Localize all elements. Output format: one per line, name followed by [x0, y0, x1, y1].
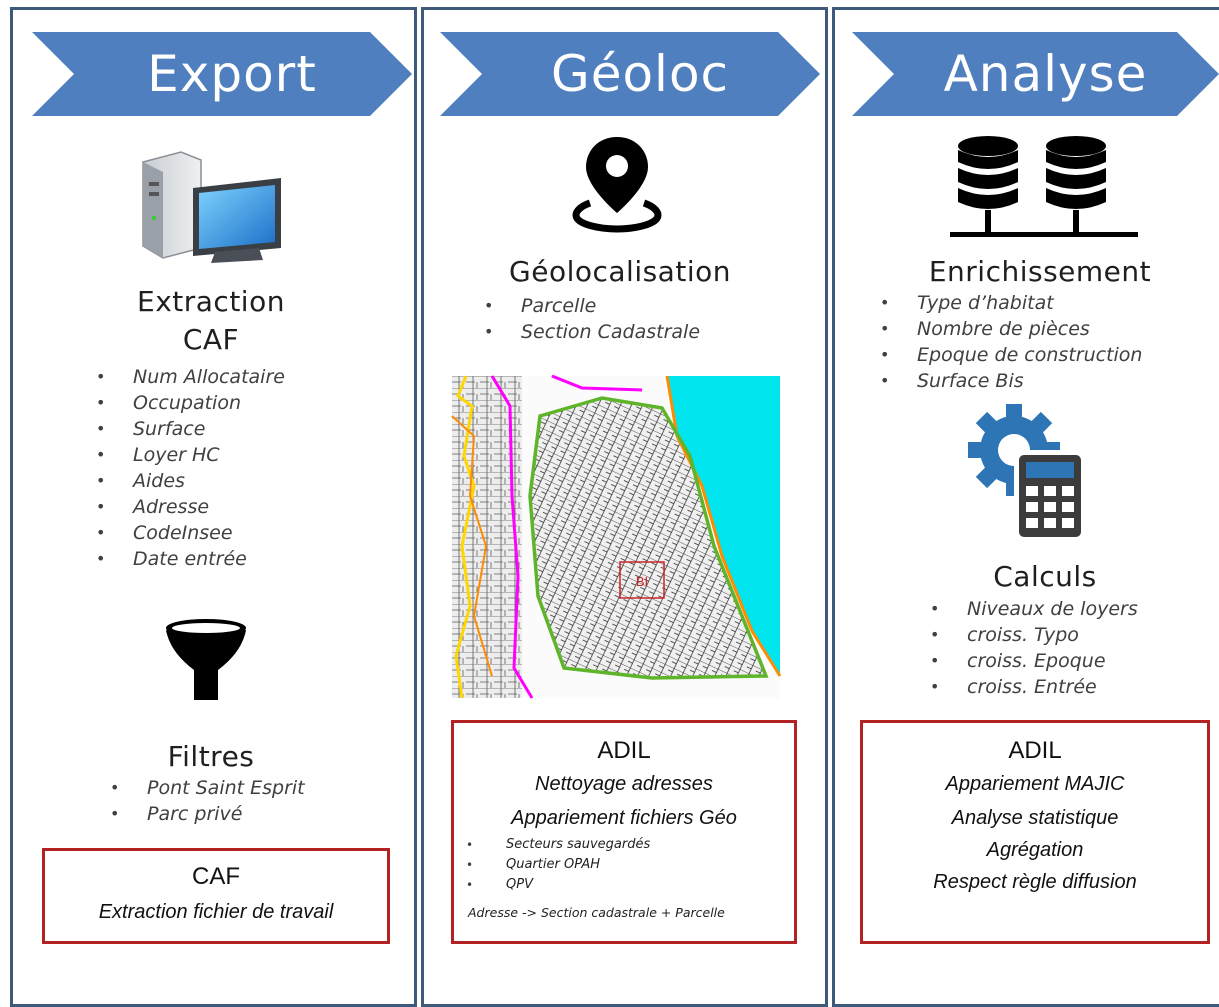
adil-box-line: Appariement MAJIC — [945, 773, 1125, 795]
enrichissement-bullet-list: Type d’habitat Nombre de pièces Epoque d… — [880, 290, 1142, 394]
list-item: croiss. Epoque — [930, 648, 1138, 674]
list-item: QPV — [466, 875, 650, 895]
adil-box-line: Nettoyage adresses — [535, 773, 713, 795]
caf-box-line: Extraction fichier de travail — [98, 901, 334, 923]
list-item: Adresse — [96, 494, 285, 520]
calculs-title: Calculs — [993, 560, 1097, 593]
adil-geo-bullet-list: Secteurs sauvegardés Quartier OPAH QPV — [466, 835, 650, 895]
list-item: Quartier OPAH — [466, 855, 650, 875]
export-chevron-label: Export — [147, 45, 317, 103]
list-item: Surface — [96, 416, 285, 442]
list-item: Type d’habitat — [880, 290, 1142, 316]
adil-box-line: Appariement fichiers Géo — [511, 807, 737, 829]
list-item: croiss. Entrée — [930, 674, 1138, 700]
list-item: Date entrée — [96, 546, 285, 572]
list-item: Parc privé — [110, 801, 305, 827]
extraction-title: Extraction — [137, 285, 285, 318]
list-item: croiss. Typo — [930, 622, 1138, 648]
geoloc-chevron-label: Géoloc — [550, 45, 730, 103]
geoloc-chevron: Géoloc — [440, 32, 820, 116]
adil-analyse-box: ADIL Appariement MAJIC Analyse statistiq… — [860, 720, 1210, 944]
analyse-chevron: Analyse — [852, 32, 1219, 116]
list-item: Surface Bis — [880, 368, 1142, 394]
list-item: Niveaux de loyers — [930, 596, 1138, 622]
caf-box: CAF Extraction fichier de travail — [42, 848, 390, 944]
list-item: Aides — [96, 468, 285, 494]
list-item: CodeInsee — [96, 520, 285, 546]
gear-calculator-icon — [968, 404, 1086, 540]
list-item: Num Allocataire — [96, 364, 285, 390]
list-item: Loyer HC — [96, 442, 285, 468]
caf-box-title: CAF — [192, 863, 240, 890]
list-item: Parcelle — [484, 293, 700, 319]
filtres-bullet-list: Pont Saint Esprit Parc privé — [110, 775, 305, 827]
extraction-bullet-list: Num Allocataire Occupation Surface Loyer… — [96, 364, 285, 572]
location-pin-icon — [572, 137, 662, 233]
analyse-chevron-label: Analyse — [943, 45, 1148, 103]
adil-geo-footer: Adresse -> Section cadastrale + Parcelle — [468, 905, 725, 920]
funnel-icon — [166, 619, 246, 700]
geolocalisation-title: Géolocalisation — [509, 255, 731, 288]
caf-subtitle: CAF — [182, 323, 240, 356]
list-item: Secteurs sauvegardés — [466, 835, 650, 855]
filtres-title: Filtres — [167, 740, 255, 773]
adil-box-line: Agrégation — [986, 839, 1084, 861]
geolocalisation-bullet-list: Parcelle Section Cadastrale — [484, 293, 700, 345]
adil-box-title: ADIL — [597, 737, 651, 764]
databases-icon — [950, 136, 1138, 237]
list-item: Pont Saint Esprit — [110, 775, 305, 801]
list-item: Section Cadastrale — [484, 319, 700, 345]
calculs-bullet-list: Niveaux de loyers croiss. Typo croiss. E… — [930, 596, 1138, 700]
export-chevron: Export — [32, 32, 412, 116]
list-item: Nombre de pièces — [880, 316, 1142, 342]
adil-box-line: Respect règle diffusion — [933, 871, 1137, 893]
cadastral-map: BI — [451, 374, 782, 699]
adil-box-title: ADIL — [1008, 737, 1062, 764]
adil-geoloc-box: ADIL Nettoyage adresses Appariement fich… — [451, 720, 797, 944]
list-item: Occupation — [96, 390, 285, 416]
enrichissement-title: Enrichissement — [928, 255, 1152, 288]
list-item: Epoque de construction — [880, 342, 1142, 368]
computer-icon — [142, 151, 281, 263]
adil-box-line: Analyse statistique — [951, 807, 1119, 829]
map-parcel-label: BI — [636, 574, 648, 589]
